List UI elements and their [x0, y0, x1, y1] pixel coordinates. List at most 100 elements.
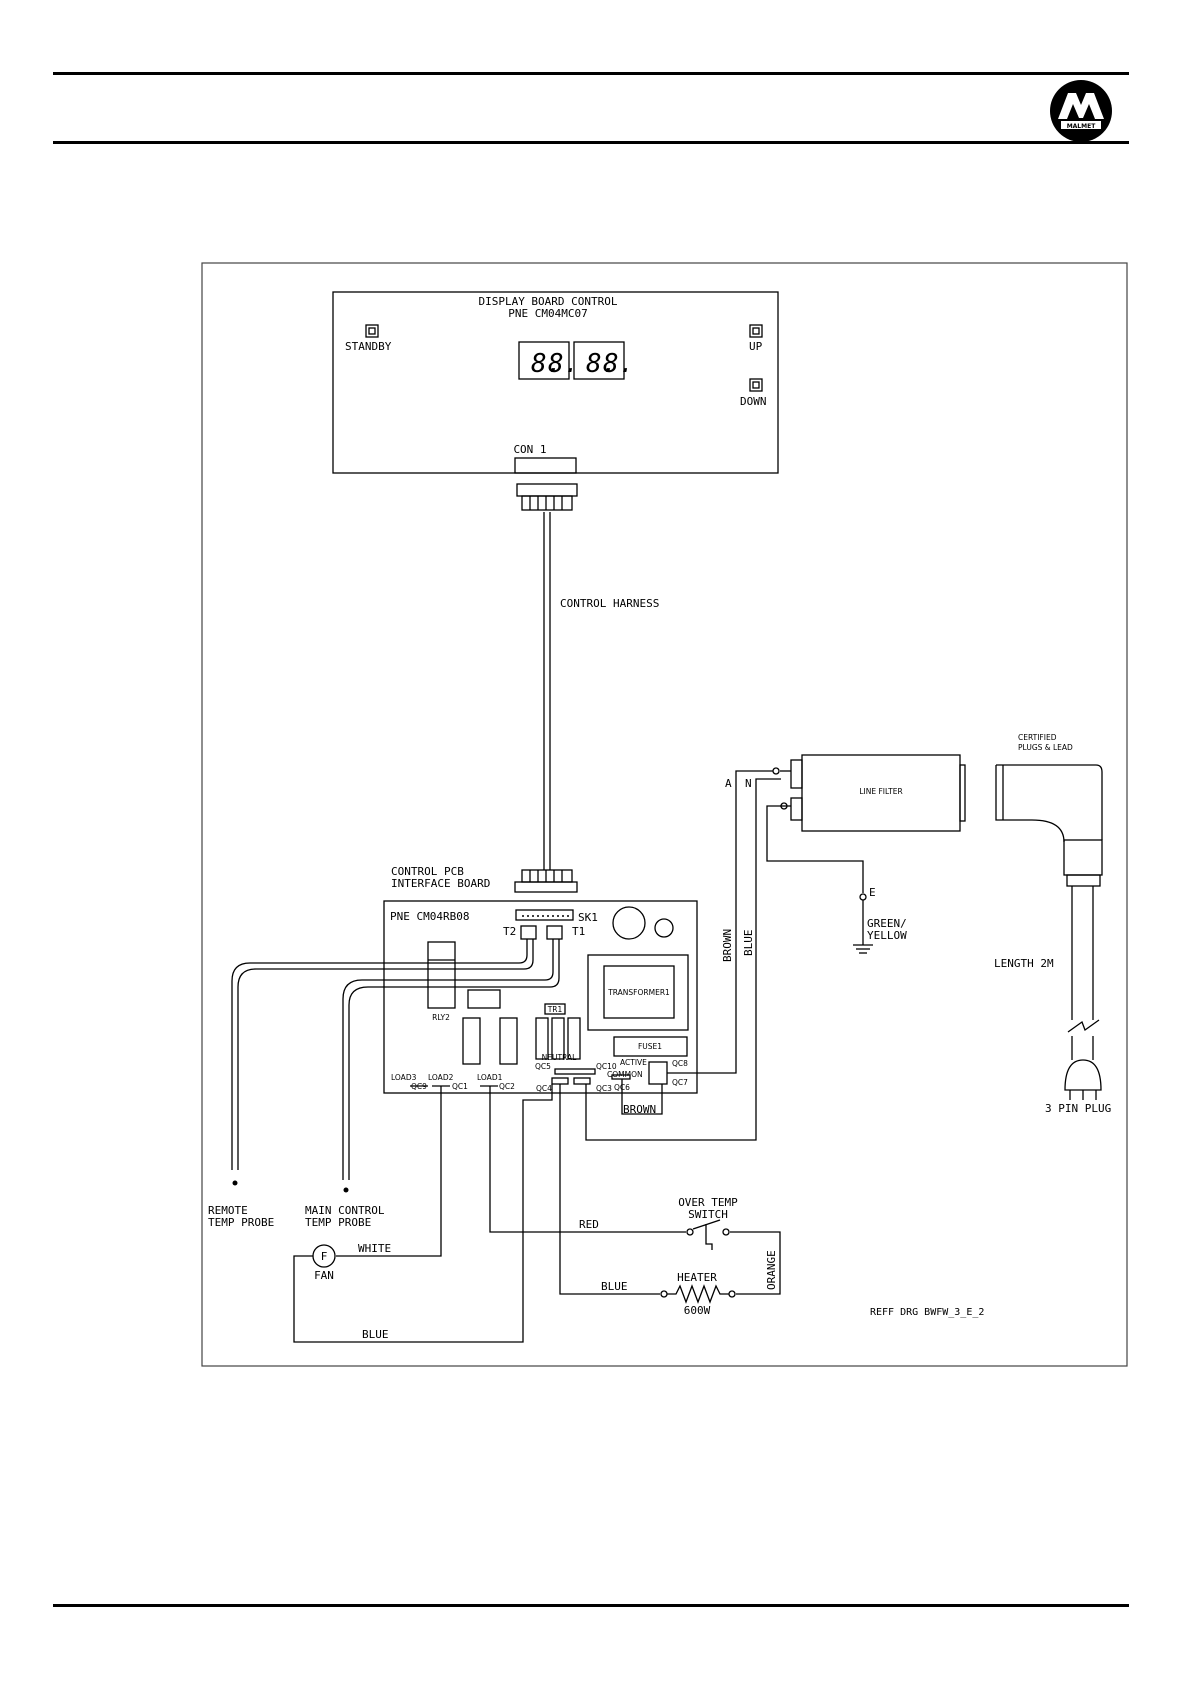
- over-temp-switch: [686, 1219, 730, 1250]
- qc9-label: QC9: [411, 1082, 427, 1091]
- display-digit-4: 8.: [603, 349, 634, 379]
- white-fan-wire: [336, 1086, 442, 1257]
- brown-wire-label: BROWN: [721, 929, 734, 962]
- sk1-label: SK1: [578, 911, 598, 924]
- seven-segment-display-right: [573, 341, 625, 380]
- blue-fan-wire: [293, 1084, 553, 1343]
- interface-board-label: INTERFACE BOARD: [391, 877, 490, 890]
- earth-colour-label-2: YELLOW: [867, 929, 907, 942]
- blue-wire-label: BLUE: [742, 930, 755, 957]
- down-button: [749, 378, 763, 392]
- sk1-connector: [515, 909, 574, 921]
- fan-symbol: F: [321, 1250, 328, 1263]
- transformer-label: TRANSFORMER1: [607, 988, 670, 997]
- earth-colour-label: GREEN/: [867, 917, 907, 930]
- board-part-label: PNE CM04RB08: [390, 910, 469, 923]
- common-label: COMMON: [607, 1070, 643, 1079]
- line-filter-a-label: A: [725, 777, 732, 790]
- main-probe-label-2: TEMP PROBE: [305, 1216, 371, 1229]
- plug-label: 3 PIN PLUG: [1045, 1102, 1111, 1115]
- control-harness: [514, 483, 578, 893]
- display-digit-2: 8.: [548, 349, 579, 379]
- remote-probe-label: REMOTE: [208, 1204, 248, 1217]
- seven-segment-display-left: [518, 341, 570, 380]
- con1-connector: [514, 457, 577, 474]
- standby-label: STANDBY: [345, 340, 392, 353]
- t2-label: T2: [503, 925, 516, 938]
- temperature-probes: [231, 939, 560, 1180]
- white-wire-label: WHITE: [358, 1242, 391, 1255]
- qc5-label: QC5: [535, 1062, 551, 1071]
- tr1-heatsink: [544, 1003, 566, 1015]
- fan: [312, 1244, 336, 1268]
- plug-head: [1064, 1059, 1102, 1091]
- over-temp-label-2: SWITCH: [688, 1208, 728, 1221]
- qc1-label: QC1: [452, 1082, 468, 1091]
- display-digit-3: 8.: [586, 349, 617, 379]
- footer-rule: [53, 1604, 1129, 1607]
- mains-lead: [995, 764, 1103, 1100]
- red-wire: [489, 1086, 686, 1233]
- down-label: DOWN: [740, 395, 767, 408]
- heater-power-label: 600W: [684, 1304, 711, 1317]
- display-board-title: DISPLAY BOARD CONTROL: [478, 295, 617, 308]
- main-probe-tip: [343, 1187, 349, 1193]
- load3-label: LOAD3: [391, 1073, 417, 1082]
- load2-label: LOAD2: [428, 1073, 454, 1082]
- active-label: ACTIVE: [620, 1058, 647, 1067]
- display-board-part: PNE CM04MC07: [508, 307, 587, 320]
- standby-button: [365, 324, 379, 338]
- orange-wire-label: ORANGE: [765, 1250, 778, 1290]
- control-pcb-label: CONTROL PCB: [391, 865, 464, 878]
- remote-probe-label-2: TEMP PROBE: [208, 1216, 274, 1229]
- heater: [660, 1284, 736, 1304]
- t2-connector: [520, 925, 537, 940]
- blue-fan-label: BLUE: [362, 1328, 389, 1341]
- up-label: UP: [749, 340, 763, 353]
- qc7-label: QC7: [672, 1078, 688, 1087]
- neutral-label: NEUTRAL: [542, 1053, 577, 1062]
- header-top-rule: [53, 72, 1129, 75]
- qc2-label: QC2: [499, 1082, 515, 1091]
- remote-probe-tip: [232, 1180, 238, 1186]
- wiring: [293, 770, 781, 1343]
- tr1-label: TR1: [547, 1005, 563, 1014]
- lead-length-label: LENGTH 2M: [994, 957, 1054, 970]
- earth-connection: [766, 805, 873, 954]
- blue-heater-label: BLUE: [601, 1280, 628, 1293]
- brown-loop-wire: [621, 1079, 663, 1115]
- fuse1-label: FUSE1: [638, 1042, 662, 1051]
- line-filter-label: LINE FILTER: [859, 787, 902, 796]
- line-filter-n-label: N: [745, 777, 752, 790]
- control-harness-label: CONTROL HARNESS: [560, 597, 659, 610]
- up-button: [749, 324, 763, 338]
- interface-board: [383, 900, 698, 1094]
- switch-right-wire: [730, 1231, 781, 1295]
- blue-neutral-wire: [585, 778, 781, 1141]
- con1-label: CON 1: [513, 443, 546, 456]
- qc10-label: QC10: [596, 1062, 617, 1071]
- certified-label: CERTIFIED: [1018, 733, 1057, 742]
- rly2-relay: [427, 941, 456, 1009]
- malmet-logo: MALMET: [1050, 80, 1112, 142]
- diagram-frame: [201, 262, 1128, 1367]
- earth-e-label: E: [869, 886, 876, 899]
- certified-label-2: PLUGS & LEAD: [1018, 743, 1073, 752]
- t1-label: T1: [572, 925, 585, 938]
- brown-active-wire: [667, 770, 773, 1074]
- rly2-label: RLY2: [432, 1013, 450, 1022]
- fan-label: FAN: [314, 1269, 334, 1282]
- blue-heater-wire: [559, 1084, 660, 1295]
- heater-label: HEATER: [677, 1271, 717, 1284]
- main-probe-label: MAIN CONTROL: [305, 1204, 385, 1217]
- over-temp-label: OVER TEMP: [678, 1196, 738, 1209]
- red-wire-label: RED: [579, 1218, 599, 1231]
- logo-text: MALMET: [1067, 123, 1097, 130]
- line-filter: [772, 754, 966, 832]
- t1-connector: [546, 925, 563, 940]
- display-board: [332, 291, 779, 474]
- display-digit-1: 8.: [531, 349, 562, 379]
- qc4-label: QC4: [536, 1084, 552, 1093]
- drawing-reference: REFF DRG BWFW_3_E_2: [870, 1307, 984, 1318]
